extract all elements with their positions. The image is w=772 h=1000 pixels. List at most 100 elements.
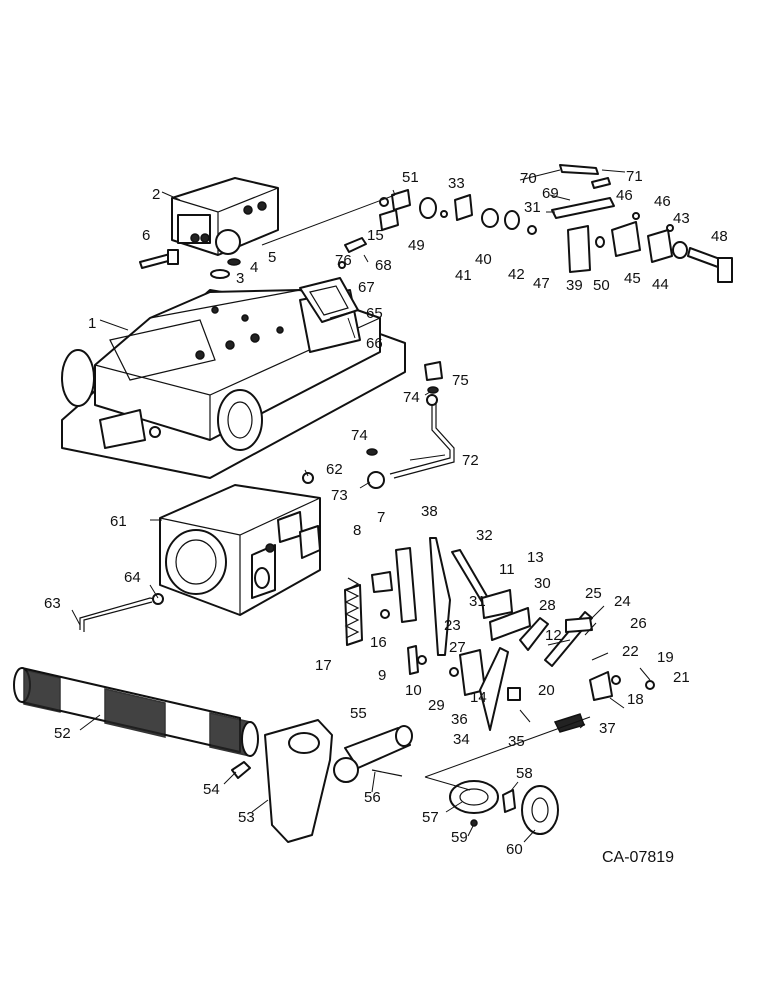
callout-c22: 22 [622,643,639,660]
callout-c65: 65 [366,305,383,322]
callout-c11: 11 [499,561,515,578]
callout-c30: 30 [534,575,551,592]
callout-c38: 38 [421,503,438,520]
callout-c29: 29 [428,697,445,714]
callout-c28: 28 [539,597,556,614]
callout-c47: 47 [533,275,550,292]
disc-57 [449,780,499,814]
callout-c41: 41 [455,267,472,284]
callout-c67: 67 [358,279,375,296]
callout-c15: 15 [367,227,384,244]
callout-c60: 60 [506,841,523,858]
callout-c14: 14 [470,689,487,706]
callout-c59: 59 [451,829,468,846]
housing-cover [61,289,406,479]
callout-c35: 35 [508,733,525,750]
callout-c55: 55 [350,705,367,722]
callout-c46a: 46 [616,187,633,204]
pin-55 [333,725,413,783]
callout-c34: 34 [453,731,470,748]
callout-c21: 21 [673,669,690,686]
bolt-54 [231,761,251,779]
callout-c12: 12 [545,627,562,644]
callout-c31b: 31 [524,199,541,216]
linkage-group [344,537,655,827]
rod-56 [371,769,403,777]
callout-c24: 24 [614,593,631,610]
callout-c74b: 74 [403,389,420,406]
callout-c57: 57 [422,809,439,826]
callout-c16: 16 [370,634,387,651]
callout-c9: 9 [378,667,386,684]
callout-c39: 39 [566,277,583,294]
callout-c17: 17 [315,657,332,674]
callout-c31a: 31 [469,593,486,610]
callout-c7: 7 [377,509,385,526]
callout-c36: 36 [451,711,468,728]
callout-c32: 32 [476,527,493,544]
callout-c18: 18 [627,691,644,708]
callout-c50: 50 [593,277,610,294]
callout-c75: 75 [452,372,469,389]
leader-lines [71,169,651,843]
callout-c3: 3 [236,270,244,287]
callout-c49: 49 [408,237,425,254]
callout-c25: 25 [585,585,602,602]
callout-c53: 53 [238,809,255,826]
callout-c20: 20 [538,682,555,699]
callout-c8: 8 [353,522,361,539]
callout-c74a: 74 [351,427,368,444]
callout-c27: 27 [449,639,466,656]
control-housing [159,484,321,616]
upper-parts-row [338,164,733,283]
callout-c10: 10 [405,682,422,699]
callout-c51: 51 [402,169,419,186]
callout-c68: 68 [375,257,392,274]
callout-c40: 40 [475,251,492,268]
callout-c44: 44 [652,276,669,293]
callout-c23: 23 [444,617,461,634]
callout-c5: 5 [268,249,276,266]
disc-60 [521,785,559,835]
callout-c56: 56 [364,789,381,806]
callout-c19: 19 [657,649,674,666]
drawing-code: CA-07819 [602,849,674,866]
callout-c73: 73 [331,487,348,504]
valve-body [171,177,279,279]
bolt-6 [139,249,179,269]
callout-c76: 76 [335,252,352,269]
callout-c6: 6 [142,227,150,244]
callout-c1: 1 [88,315,96,332]
rod-63 [79,593,164,632]
callout-c42: 42 [508,266,525,283]
callout-c26: 26 [630,615,647,632]
callout-c58: 58 [516,765,533,782]
callout-c33: 33 [448,175,465,192]
callout-c4: 4 [250,259,258,276]
callout-c64: 64 [124,569,141,586]
callout-c48: 48 [711,228,728,245]
callout-c13: 13 [527,549,544,566]
callout-c45: 45 [624,270,641,287]
callout-c70: 70 [520,170,537,187]
oil-tube [302,361,455,489]
lift-arm [264,719,333,843]
callout-c72: 72 [462,452,479,469]
callout-c46b: 46 [654,193,671,210]
callout-c62: 62 [326,461,343,478]
callout-c61: 61 [110,513,127,530]
callout-c63: 63 [44,595,61,612]
spring-17 [344,577,360,639]
callout-c43: 43 [673,210,690,227]
pin-58 [502,789,516,813]
callout-c66: 66 [366,335,383,352]
callout-c52: 52 [54,725,71,742]
splined-shaft [13,667,259,757]
callout-c2: 2 [152,186,160,203]
callout-labels: 1234567891011121314151617181920212223242… [44,168,728,858]
callout-c37: 37 [599,720,616,737]
callout-c69: 69 [542,185,559,202]
callout-c54: 54 [203,781,220,798]
callout-c71: 71 [626,168,643,185]
